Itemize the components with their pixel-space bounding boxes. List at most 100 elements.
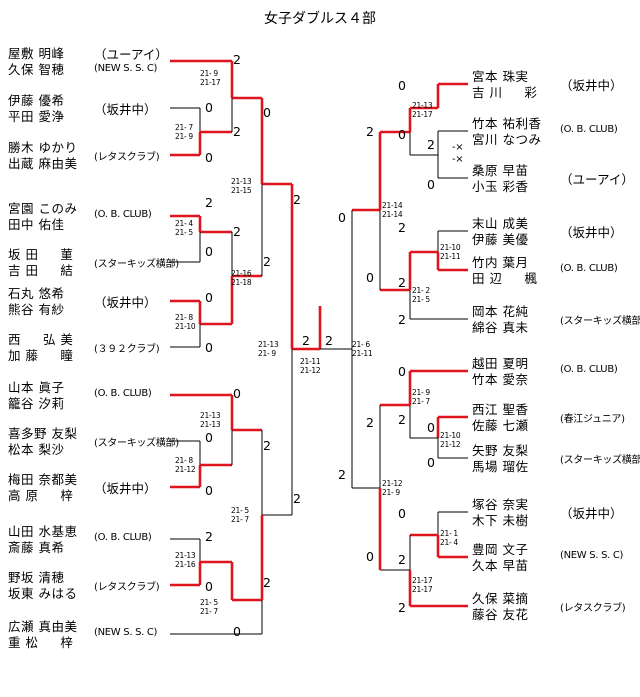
round-score: 2 xyxy=(398,220,406,235)
player-name: 西江 聖香 xyxy=(472,402,529,417)
round-score: 0 xyxy=(205,244,213,259)
player-name: 出蔵 麻由美 xyxy=(8,156,78,171)
set-score: 21- 7 xyxy=(200,607,218,616)
set-score: 21-14 xyxy=(382,210,403,219)
player-name: 塚谷 奈実 xyxy=(472,497,529,512)
player-name: 田中 佑佳 xyxy=(8,217,65,232)
player-name: 野坂 清穂 xyxy=(8,570,65,585)
player-name: 平田 愛浄 xyxy=(8,109,65,124)
set-score: 21- 5 xyxy=(175,228,193,237)
club-name: （ユーアイ） xyxy=(560,172,634,187)
round-score: 0 xyxy=(263,105,271,120)
player-name: 石丸 悠希 xyxy=(8,286,65,301)
club-name: (スターキッズ横部) xyxy=(560,316,640,327)
set-score: 21- 4 xyxy=(175,219,193,228)
set-score: 21-15 xyxy=(231,186,252,195)
club-name: （坂井中） xyxy=(560,225,623,240)
player-name: 竹本 祐利香 xyxy=(472,116,542,131)
set-score: 21-13 xyxy=(200,420,221,429)
round-score: 0 xyxy=(427,420,435,435)
club-name: （坂井中） xyxy=(560,78,623,93)
round-score: 2 xyxy=(233,224,241,239)
set-score: 21-17 xyxy=(412,585,433,594)
player-name: 小玉 彩香 xyxy=(472,179,529,194)
player-name: 久本 早苗 xyxy=(472,558,529,573)
round-score: 2 xyxy=(293,491,301,506)
round-score: 2 xyxy=(398,552,406,567)
player-name: 末山 成美 xyxy=(472,216,529,231)
round-score: 2 xyxy=(338,467,346,482)
player-name: 久保 智穂 xyxy=(8,62,65,77)
round-score: 0 xyxy=(427,177,435,192)
set-score: 21- 8 xyxy=(175,456,193,465)
round-score: 0 xyxy=(205,290,213,305)
player-name: 竹内 葉月 xyxy=(472,255,529,270)
player-name: 松本 梨沙 xyxy=(8,442,65,457)
round-score: 0 xyxy=(205,100,213,115)
player-name: 久保 菜摘 xyxy=(472,591,529,606)
round-score: 2 xyxy=(233,52,241,67)
round-score: 2 xyxy=(263,254,271,269)
set-score: 21-12 xyxy=(440,440,461,449)
page-title: 女子ダブルス４部 xyxy=(264,11,376,27)
club-name: （坂井中） xyxy=(94,481,157,496)
round-score: 2 xyxy=(398,275,406,290)
set-score: 21- 9 xyxy=(412,388,430,397)
player-name: 坂 田 菫 xyxy=(8,247,74,262)
round-score: 2 xyxy=(398,412,406,427)
set-score: 21-10 xyxy=(175,322,196,331)
walkover-mark: -× xyxy=(452,142,464,153)
player-name: 藤谷 友花 xyxy=(472,607,529,622)
walkover-mark: -× xyxy=(452,154,464,165)
player-name: 加 藤 瞳 xyxy=(8,348,74,363)
player-name: 綿谷 真未 xyxy=(472,320,529,335)
club-name: (スターキッズ横部) xyxy=(94,259,179,270)
set-score: 21-10 xyxy=(440,243,461,252)
player-name: 広瀬 真由美 xyxy=(8,619,78,634)
player-name: 木下 未樹 xyxy=(472,513,529,528)
club-name: (春江ジュニア) xyxy=(560,414,625,425)
club-name: (スターキッズ横部) xyxy=(560,455,640,466)
set-score: 21-11 xyxy=(440,252,461,261)
set-score: 21- 1 xyxy=(440,529,458,538)
set-score: 21-18 xyxy=(231,278,252,287)
player-name: 田 辺 楓 xyxy=(472,271,538,286)
player-name: 西 弘 美 xyxy=(8,332,74,347)
round-score: 2 xyxy=(366,415,374,430)
set-score: 21-17 xyxy=(412,576,433,585)
set-score: 21- 7 xyxy=(175,123,193,132)
set-score: 21-17 xyxy=(200,78,221,87)
set-score: 21-16 xyxy=(231,269,252,278)
club-name: (O. B. CLUB) xyxy=(560,124,618,135)
player-name: 佐藤 七瀬 xyxy=(472,418,529,433)
player-name: 山田 水基恵 xyxy=(8,524,78,539)
player-name: 熊谷 有紗 xyxy=(8,302,65,317)
round-score: 0 xyxy=(205,483,213,498)
club-name: (NEW S. S. C) xyxy=(94,627,158,638)
player-name: 坂東 みはる xyxy=(8,586,78,601)
set-score: 21- 9 xyxy=(258,349,276,358)
player-name: 勝木 ゆかり xyxy=(8,140,78,155)
set-score: 21- 5 xyxy=(200,598,218,607)
player-name: 吉 田 結 xyxy=(8,263,74,278)
club-name: （坂井中） xyxy=(560,506,623,521)
player-name: 桑原 早苗 xyxy=(472,163,529,178)
round-score: 2 xyxy=(366,124,374,139)
round-score: 0 xyxy=(205,579,213,594)
club-name: (O. B. CLUB) xyxy=(94,209,152,220)
set-score: 21-16 xyxy=(175,560,196,569)
player-name: 屋敷 明峰 xyxy=(8,46,65,61)
round-score: 2 xyxy=(263,575,271,590)
set-score: 21-13 xyxy=(231,177,252,186)
player-name: 伊藤 優希 xyxy=(8,93,65,108)
club-name: （坂井中） xyxy=(94,102,157,117)
round-score: 2 xyxy=(302,333,310,348)
club-name: (３９２クラブ) xyxy=(94,344,160,355)
player-name: 高 原 梓 xyxy=(8,488,74,503)
set-score: 21-13 xyxy=(200,411,221,420)
round-score: 0 xyxy=(366,549,374,564)
club-name: (O. B. CLUB) xyxy=(560,263,618,274)
set-score: 21-13 xyxy=(412,101,433,110)
club-name: (NEW S. S. C) xyxy=(94,63,158,74)
player-name: 宮川 なつみ xyxy=(472,132,542,147)
